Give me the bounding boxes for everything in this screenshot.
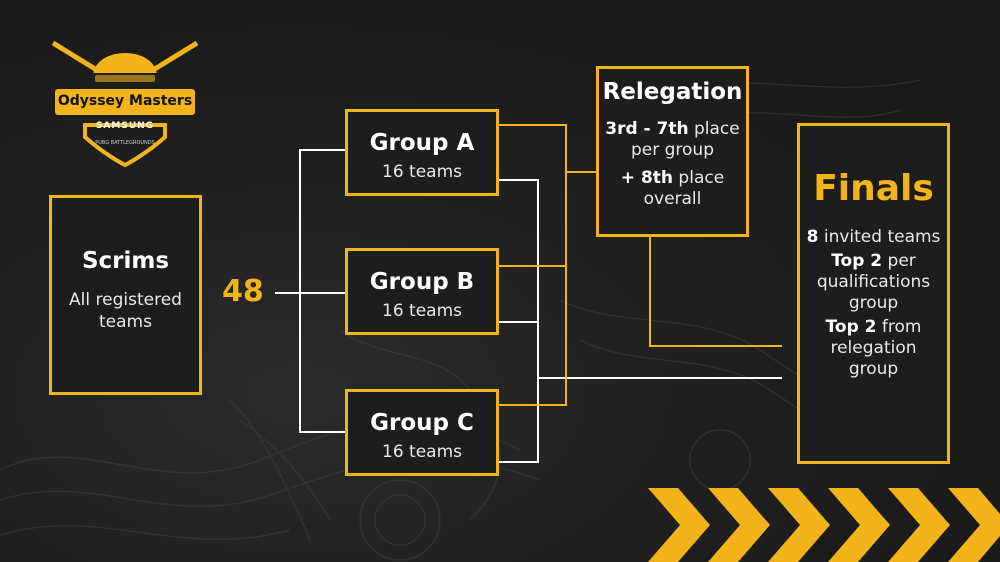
finals-line-e: Top 2 from: [825, 317, 922, 337]
finals-title: Finals: [813, 168, 934, 209]
group-c-title: Group C: [370, 410, 474, 436]
relegation-line-2: per group: [630, 140, 715, 160]
finals-line-g: group: [848, 359, 899, 379]
group-c-box: Group C 16 teams: [345, 389, 499, 476]
group-b-teams: 16 teams: [382, 301, 462, 321]
finals-line-a: 8 invited teams: [806, 227, 941, 247]
scrims-box: Scrims All registered teams: [49, 195, 202, 395]
group-c-teams: 16 teams: [382, 442, 462, 462]
logo-event-name: Odyssey Masters: [57, 93, 193, 109]
relegation-line-4: overall: [643, 189, 702, 209]
group-b-title: Group B: [369, 269, 475, 295]
helmet-crest-icon: [51, 40, 199, 168]
finals-line-f: relegation: [830, 338, 917, 358]
odyssey-masters-logo: Odyssey Masters SAMSUNG PUBG BATTLEGROUN…: [45, 25, 205, 175]
group-a-title: Group A: [369, 130, 475, 156]
group-a-teams: 16 teams: [382, 162, 462, 182]
finals-box: Finals 8 invited teams Top 2 per qualifi…: [797, 123, 950, 464]
relegation-title: Relegation: [602, 79, 743, 105]
scrims-line-2: teams: [99, 312, 152, 332]
team-count: 48: [222, 274, 264, 309]
finals-line-b: Top 2 per: [831, 251, 916, 271]
scrims-line-1: All registered: [69, 290, 182, 310]
relegation-line-3: + 8th place: [620, 168, 725, 188]
finals-line-c: qualifications: [816, 272, 931, 292]
logo-sponsor: SAMSUNG: [95, 121, 155, 131]
group-a-box: Group A 16 teams: [345, 109, 499, 196]
group-b-box: Group B 16 teams: [345, 248, 499, 335]
scrims-title: Scrims: [81, 248, 170, 274]
chevron-arrows-icon: [648, 488, 1000, 562]
finals-line-d: group: [848, 293, 899, 313]
logo-game: PUBG BATTLEGROUNDS: [95, 140, 155, 146]
relegation-box: Relegation 3rd - 7th place per group + 8…: [596, 66, 749, 237]
relegation-line-1: 3rd - 7th place: [605, 119, 740, 139]
